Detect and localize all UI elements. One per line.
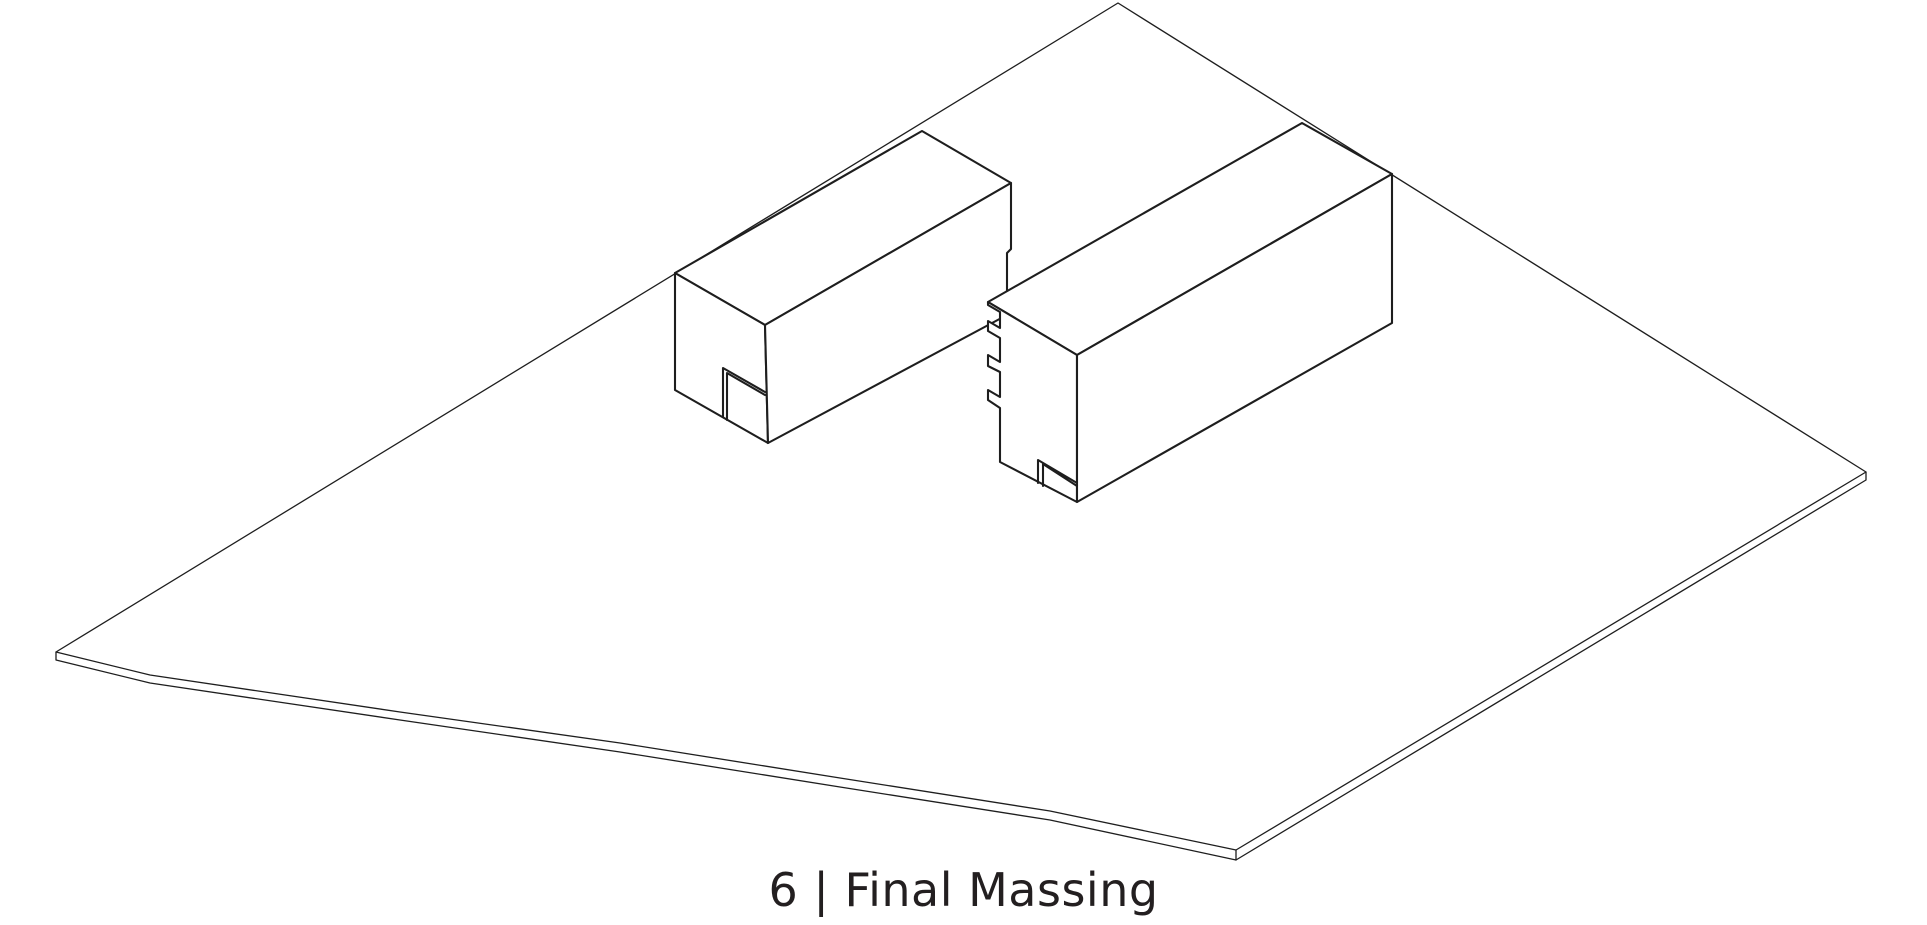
building-b-entry-notch bbox=[1036, 458, 1079, 488]
site-plate-thickness-left bbox=[55, 651, 1237, 861]
site-plate-thickness-right bbox=[1235, 471, 1867, 861]
building-b-front-face bbox=[986, 300, 1079, 504]
site-plate-top-outline bbox=[55, 2, 1867, 851]
building-a-side-face bbox=[763, 181, 1013, 445]
building-a bbox=[673, 129, 1013, 445]
site-plate bbox=[55, 2, 1867, 861]
building-b bbox=[986, 121, 1394, 504]
building-b-side-face bbox=[1075, 172, 1394, 504]
diagram-caption: 6 | Final Massing bbox=[768, 863, 1159, 917]
building-a-entry-notch bbox=[721, 366, 767, 422]
